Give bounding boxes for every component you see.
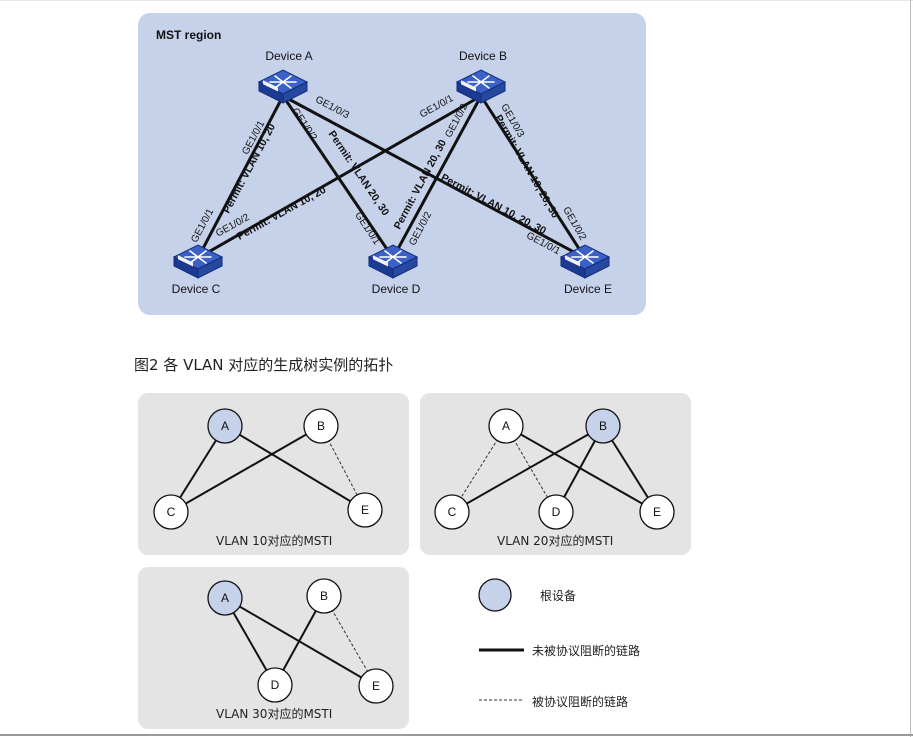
msti-panel-vlan10: [138, 393, 409, 555]
legend-forwarding-link-label: 未被协议阻断的链路: [532, 644, 641, 658]
msti10-node-e: [347, 492, 383, 528]
msti20-link-a-e: [505, 425, 658, 513]
msti-vlan30-graph: A B D E: [207, 578, 394, 704]
msti10-node-b-label: B: [317, 419, 325, 433]
mst-region-title: MST region: [156, 28, 222, 42]
msti20-node-e: [639, 494, 675, 530]
msti-caption-vlan30: VLAN 30对应的MSTI: [216, 707, 333, 721]
msti20-node-b-label: B: [599, 419, 607, 433]
msti20-node-a: [488, 408, 524, 444]
legend-root-device-icon: [478, 578, 512, 612]
link-b-d: [391, 94, 483, 260]
msti-caption-vlan10: VLAN 10对应的MSTI: [216, 534, 333, 548]
msti10-node-a-label: A: [221, 419, 229, 433]
device-label-b: Device B: [459, 49, 507, 63]
network-topology: Device A Device B Device C Device D Devi…: [172, 49, 612, 296]
figure-caption: 图2 各 VLAN 对应的生成树实例的拓扑: [134, 356, 394, 374]
msti30-node-b: [306, 578, 342, 614]
msti30-node-b-label: B: [320, 589, 328, 603]
msti10-link-a-e: [224, 425, 366, 511]
legend-blocked-link-label: 被协议阻断的链路: [532, 695, 629, 709]
msti30-link-a-e: [224, 597, 377, 687]
page-right-border: [910, 0, 911, 737]
device-label-c: Device C: [172, 282, 221, 296]
msti30-node-e: [358, 668, 394, 704]
msti10-node-c-label: C: [167, 505, 176, 519]
link-a-c: [196, 94, 285, 260]
link-b-c: [196, 94, 483, 260]
device-label-a: Device A: [265, 49, 312, 63]
msti20-node-d: [538, 494, 574, 530]
msti10-node-a: [207, 408, 243, 444]
msti-vlan20-graph: A B C D E: [434, 408, 675, 530]
device-label-e: Device E: [564, 282, 612, 296]
msti30-node-d: [257, 667, 293, 703]
msti10-node-e-label: E: [361, 503, 369, 517]
msti20-node-e-label: E: [653, 505, 661, 519]
msti20-node-a-label: A: [502, 419, 510, 433]
link-b-e: [479, 94, 587, 260]
device-label-d: Device D: [372, 282, 421, 296]
msti30-node-a-label: A: [221, 591, 229, 605]
msti10-node-b: [303, 408, 339, 444]
msti30-node-e-label: E: [372, 679, 380, 693]
msti-caption-vlan20: VLAN 20对应的MSTI: [497, 534, 614, 548]
msti30-node-d-label: D: [271, 678, 280, 692]
msti30-node-a: [207, 580, 243, 616]
msti20-node-c: [434, 494, 470, 530]
msti20-link-b-c: [451, 425, 604, 513]
msti-vlan10-graph: A B C E: [153, 408, 383, 530]
msti10-link-b-c: [170, 425, 322, 513]
page-bottom-border: [0, 734, 913, 736]
msti20-node-b: [585, 408, 621, 444]
msti20-node-c-label: C: [448, 505, 457, 519]
legend-root-device-label: 根设备: [540, 589, 577, 603]
msti10-node-c: [153, 494, 189, 530]
page-top-border: [0, 0, 913, 1]
link-a-e: [281, 94, 587, 260]
msti20-node-d-label: D: [552, 505, 561, 519]
